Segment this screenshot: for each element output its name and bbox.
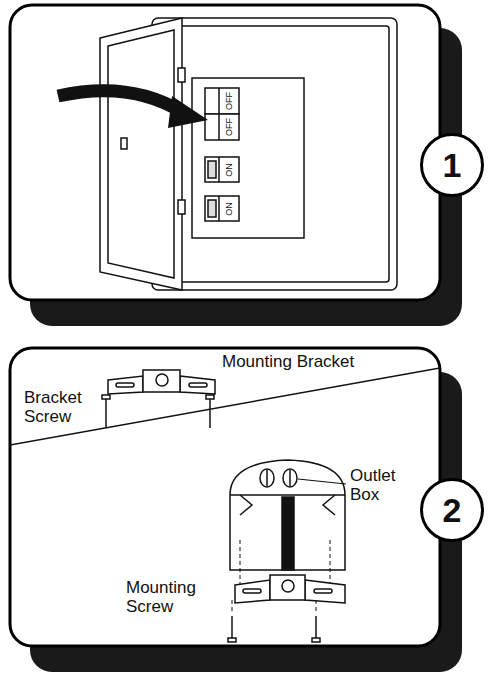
- part-label: Outlet Box: [350, 466, 414, 504]
- pointing-arrow: [58, 91, 208, 128]
- breaker-state: ON: [224, 202, 234, 216]
- divider-line: [10, 368, 440, 445]
- breaker-panel: [100, 18, 397, 290]
- step-number: 1: [443, 148, 462, 182]
- step-number: 2: [443, 493, 462, 527]
- breaker-state: OFF: [224, 118, 234, 136]
- part-label: Mounting Bracket: [222, 352, 392, 371]
- mounting-screw: [228, 616, 320, 642]
- bracket-screw: [102, 395, 214, 428]
- part-label: Bracket Screw: [24, 388, 88, 426]
- breaker-state: ON: [224, 163, 234, 177]
- breaker-state: OFF: [224, 92, 234, 110]
- leader-line: [298, 479, 346, 484]
- step-panel: [10, 348, 440, 646]
- outlet-box: [230, 460, 345, 570]
- step-panel: [10, 5, 440, 300]
- mounting-bracket: [108, 370, 215, 394]
- step-number-circle: 1: [420, 133, 484, 197]
- mounting-bracket: [235, 575, 345, 603]
- part-label: Mounting Screw: [126, 578, 212, 616]
- step-number-circle: 2: [420, 478, 484, 542]
